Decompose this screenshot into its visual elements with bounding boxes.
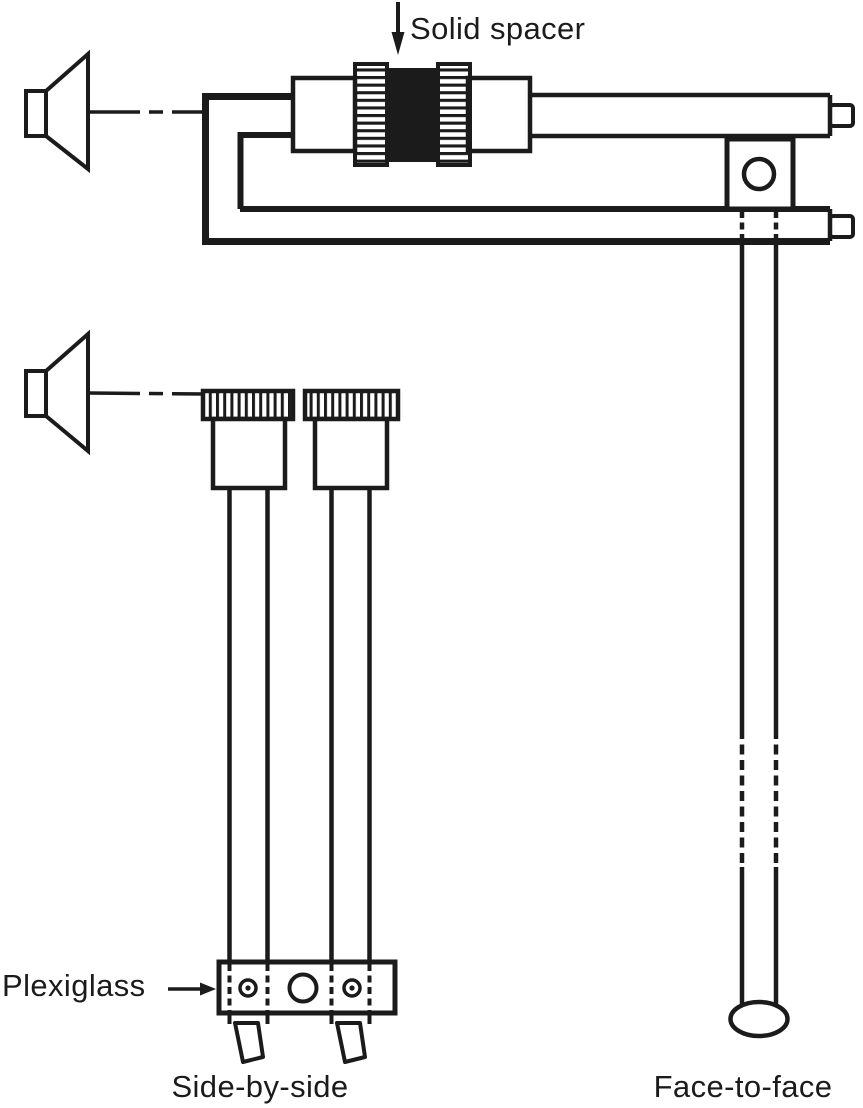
lower-rail-knob	[828, 214, 855, 239]
cable-connectors	[227, 1013, 372, 1064]
left-mic-body	[290, 75, 358, 154]
stand-foot	[728, 999, 790, 1039]
right-connector	[335, 1021, 367, 1064]
left-screw	[238, 978, 258, 998]
left-mic-body	[210, 416, 288, 491]
upper-rail	[530, 92, 833, 139]
side-by-side-caption: Side-by-side	[171, 1069, 349, 1104]
axis-line	[87, 391, 206, 396]
right-mic-shaft	[329, 488, 372, 963]
left-connector	[233, 1021, 265, 1064]
right-mic-body	[465, 75, 533, 154]
face-to-face-caption: Face-to-face	[653, 1069, 833, 1104]
upper-rail-knob	[828, 103, 855, 128]
mounting-hole	[741, 156, 777, 192]
mounting-block	[724, 136, 796, 212]
plexiglass-label: Plexiglass	[2, 968, 146, 1003]
microphone-pair-side-by-side	[200, 388, 401, 963]
shaft-through-plate-hidden-lines	[227, 964, 372, 1011]
left-mic-shaft	[227, 488, 270, 963]
microphone-pair-face-to-face	[290, 62, 533, 167]
loudspeaker-icon	[24, 49, 90, 174]
face-to-face-setup	[24, 2, 855, 1039]
stand-rod	[739, 211, 779, 1006]
left-mic-grille-cap	[200, 388, 296, 422]
loudspeaker-icon	[24, 329, 90, 456]
center-hole	[287, 972, 319, 1004]
right-mic-body	[312, 416, 390, 491]
side-by-side-setup	[24, 329, 401, 1064]
down-arrow-icon	[391, 2, 405, 55]
right-arrow-icon	[168, 982, 216, 996]
right-mic-grille-cap	[302, 388, 401, 422]
solid-spacer-block	[387, 68, 438, 162]
plexiglass-holder	[216, 959, 398, 1016]
right-screw	[342, 978, 362, 998]
right-mic-grille-cap	[436, 62, 472, 167]
left-mic-grille-cap	[353, 62, 389, 167]
solid-spacer-label: Solid spacer	[410, 11, 586, 46]
